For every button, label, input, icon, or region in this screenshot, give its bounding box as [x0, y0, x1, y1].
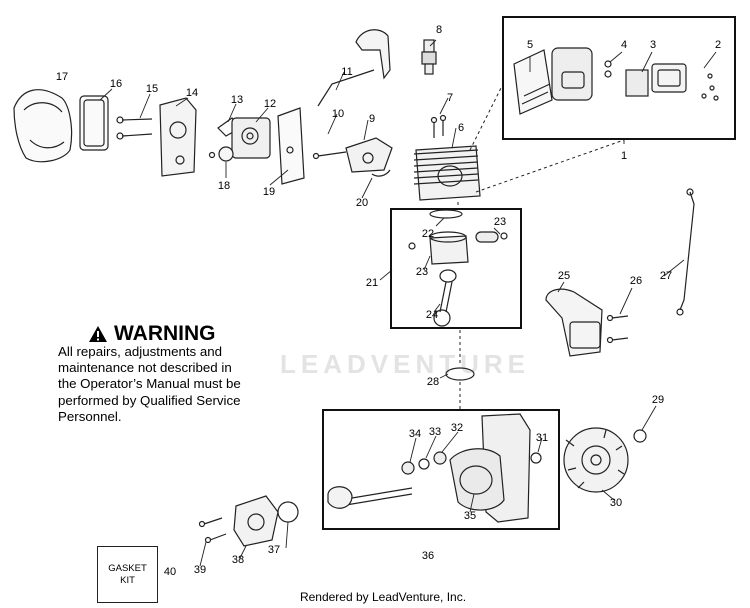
callout-22: 22 — [421, 228, 435, 240]
part-lever — [355, 29, 391, 80]
callout-25: 25 — [557, 270, 571, 282]
footer-credit: Rendered by LeadVenture, Inc. — [299, 590, 467, 604]
callout-19: 19 — [262, 186, 276, 198]
callout-1: 1 — [620, 150, 628, 162]
part-2-cover — [651, 63, 687, 93]
box-part-36 — [322, 409, 560, 530]
part-27-wire — [679, 191, 695, 311]
callout-26: 26 — [629, 275, 643, 287]
part-21-piston — [429, 231, 469, 265]
callout-11: 11 — [341, 66, 353, 78]
watermark: LEADVENTURE — [280, 349, 531, 379]
part-37-oring — [277, 501, 299, 523]
part-5-muffler-shield — [513, 49, 553, 115]
part-19-gasket — [277, 107, 305, 185]
part-pin — [475, 231, 499, 243]
callout-16: 16 — [109, 78, 123, 90]
callout-12: 12 — [263, 98, 277, 110]
callout-6: 6 — [457, 122, 465, 134]
box-part-1 — [502, 16, 736, 140]
warning-line: Personnel. — [58, 408, 122, 424]
callout-36: 36 — [421, 550, 435, 562]
callout-5: 5 — [526, 39, 534, 51]
part-35-crankshaft — [327, 486, 413, 509]
gasket-kit-label-line2: KIT — [120, 574, 135, 586]
part-36-crankcase — [449, 413, 542, 523]
part-24-rod — [433, 269, 457, 327]
box-part-21 — [390, 208, 522, 329]
warning-icon — [89, 326, 107, 342]
callout-21: 21 — [365, 277, 379, 289]
part-28-gasket — [445, 367, 475, 381]
callout-13: 13 — [230, 94, 244, 106]
callout-23a: 23 — [493, 216, 507, 228]
warning-line: All repairs, adjustments and — [58, 344, 223, 359]
part-15-screws — [116, 116, 153, 140]
part-11-rod — [317, 69, 375, 107]
callout-30: 30 — [609, 497, 623, 509]
warning-title: WARNING — [114, 322, 216, 345]
part-29-washer — [633, 429, 647, 443]
part-3-screen — [625, 69, 649, 97]
part-38-housing — [233, 495, 279, 547]
callout-23b: 23 — [415, 266, 429, 278]
callout-4: 4 — [620, 39, 628, 51]
callout-38: 38 — [231, 554, 245, 566]
warning-line: maintenance not described in — [58, 360, 232, 376]
callout-37: 37 — [267, 544, 281, 556]
callout-20: 20 — [355, 197, 369, 209]
warning-text: All repairs, adjustments and maintenance… — [58, 344, 278, 425]
part-9-manifold — [345, 137, 393, 173]
callout-3: 3 — [649, 39, 657, 51]
callout-40: 40 — [163, 566, 177, 578]
gasket-kit-box: GASKET KIT — [97, 546, 158, 603]
part-34-33-32-bearings — [401, 451, 447, 475]
callout-39: 39 — [193, 564, 207, 576]
part-6-cylinder — [413, 145, 481, 201]
part-22-ring — [429, 209, 463, 219]
warning-line: performed by Qualified Service — [58, 392, 241, 408]
part-18 — [218, 146, 234, 162]
part-17-cover — [13, 89, 73, 163]
part-16-filter — [79, 95, 109, 151]
part-4-screws — [604, 60, 612, 68]
callout-18: 18 — [217, 180, 231, 192]
callout-28: 28 — [426, 376, 440, 388]
callout-27: 27 — [659, 270, 673, 282]
callout-33: 33 — [428, 426, 442, 438]
warning-heading: WARNING — [88, 322, 216, 346]
part-14-airbox — [159, 97, 197, 177]
part-8-spark-plug — [421, 39, 437, 75]
callout-24: 24 — [425, 309, 439, 321]
callout-7: 7 — [446, 92, 454, 104]
callout-9: 9 — [368, 113, 376, 125]
warning-line: the Operator’s Manual must be — [58, 376, 241, 392]
callout-35: 35 — [463, 510, 477, 522]
callout-32: 32 — [450, 422, 464, 434]
callout-15: 15 — [145, 83, 159, 95]
callout-10: 10 — [331, 108, 345, 120]
callout-34: 34 — [408, 428, 422, 440]
gasket-kit-label-line1: GASKET — [108, 562, 147, 574]
callout-29: 29 — [651, 394, 665, 406]
callout-8: 8 — [435, 24, 443, 36]
callout-17: 17 — [55, 71, 69, 83]
part-30-flywheel — [563, 427, 629, 493]
part-25-coil — [545, 288, 603, 357]
part-12-carb — [231, 117, 271, 159]
callout-2: 2 — [714, 39, 722, 51]
callout-31: 31 — [535, 432, 549, 444]
callout-14: 14 — [185, 87, 199, 99]
part-39-screws — [198, 517, 227, 544]
